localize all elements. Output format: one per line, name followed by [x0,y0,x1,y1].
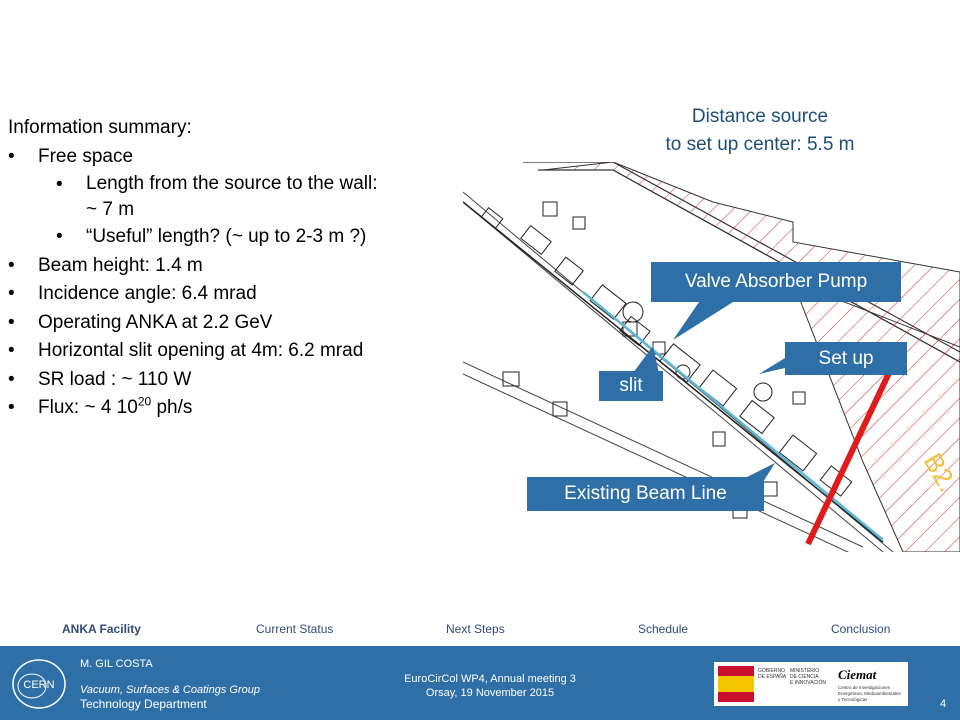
distance-caption: Distance source to set up center: 5.5 m [665,106,855,155]
callout-existing-beam-line: Existing Beam Line [527,477,764,511]
bullet-sr-load: SR load : ~ 110 W [8,366,468,395]
setup-pointer [759,358,785,374]
svg-text:GOBIERNO: GOBIERNO [758,668,785,674]
footer-bar: CERN M. GIL COSTA Vacuum, Surfaces & Coa… [0,646,960,720]
nav-conclusion[interactable]: Conclusion [831,622,891,636]
sub-bullet-useful-length: “Useful” length? (~ up to 2-3 m ?) [8,223,468,252]
svg-text:E INNOVACIÓN: E INNOVACIÓN [790,679,826,686]
bullet-slit-opening: Horizontal slit opening at 4m: 6.2 mrad [8,337,468,366]
xray-beam [582,291,884,541]
svg-text:Ciemat: Ciemat [838,667,877,682]
section-nav: ANKA Facility Current Status Next Steps … [0,622,960,638]
sponsor-logos: GOBIERNO DE ESPAÑA MINISTERIO DE CIENCIA… [714,662,908,706]
page-number: 4 [940,698,947,710]
nav-current-status[interactable]: Current Status [256,622,334,636]
group-name: Vacuum, Surfaces & Coatings Group [80,684,260,696]
event-info: EuroCirCol WP4, Annual meeting 3 Orsay, … [404,673,576,699]
svg-text:CERN: CERN [23,679,54,691]
wall-marker [805,352,901,546]
svg-text:Energéticas, Medioambientales: Energéticas, Medioambientales [838,691,902,696]
author-name: M. GIL COSTA [80,658,153,670]
callout-valve-absorber-pump: Valve Absorber Pump [651,262,901,302]
sub-bullet-length-to-wall: Length from the source to the wall: ~ 7 … [8,171,468,223]
bullet-beam-height: Beam height: 1.4 m [8,252,468,281]
bullet-free-space: Free space [8,143,468,172]
nav-anka-facility[interactable]: ANKA Facility [62,622,141,636]
callout-slit: slit [599,371,663,401]
svg-text:DE CIENCIA: DE CIENCIA [790,674,819,680]
svg-text:Centro de Investigaciones: Centro de Investigaciones [838,685,891,690]
slit-pointer [633,346,659,373]
bullet-operating: Operating ANKA at 2.2 GeV [8,309,468,338]
nav-schedule[interactable]: Schedule [638,622,689,636]
cern-logo: CERN [12,659,66,709]
callout-set-up: Set up [785,342,907,375]
svg-text:y Tecnológicas: y Tecnológicas [838,697,868,702]
bullet-flux: Flux: ~ 4 1020 ph/s [8,394,468,423]
bullet-incidence-angle: Incidence angle: 6.4 mrad [8,280,468,309]
beamline-components [463,201,884,543]
nav-next-steps[interactable]: Next Steps [446,622,505,636]
svg-text:DE ESPAÑA: DE ESPAÑA [758,673,787,680]
summary-title: Information summary: [8,117,192,138]
valve-pointer [673,302,733,340]
svg-text:MINISTERIO: MINISTERIO [790,668,819,674]
tunnel-lines [463,191,894,552]
information-summary: Information summary: Free space Length f… [8,114,468,423]
department-name: Technology Department [80,697,207,711]
